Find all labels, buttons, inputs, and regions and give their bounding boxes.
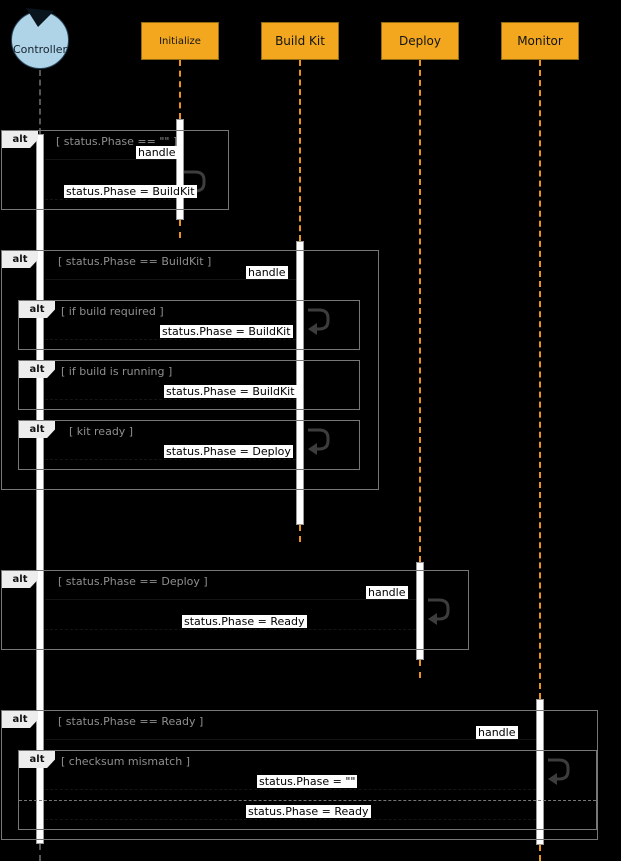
message-arrow-return-deploy (45, 459, 296, 460)
self-message-arrow-icon (306, 426, 332, 456)
activation-build-kit (296, 241, 304, 525)
message-arrow-return-buildkit-1 (45, 199, 176, 200)
message-label-handle-1: handle (136, 146, 178, 159)
fragment-alt-phase-deploy: alt [ status.Phase == Deploy ] (1, 570, 469, 650)
guard-condition-phase-ready: [ status.Phase == Ready ] (58, 715, 204, 728)
message-label-return-3: status.Phase = BuildKit (164, 385, 297, 398)
fragment-alt-build-running: alt [ if build is running ] (18, 360, 360, 410)
lifeline-initialize-top (179, 60, 181, 119)
alt-operator-label: alt (2, 131, 38, 148)
participant-deploy-label: Deploy (398, 34, 442, 48)
activation-initialize (176, 119, 184, 220)
alt-operator-label: alt (19, 421, 55, 438)
guard-condition-phase-buildkit: [ status.Phase == BuildKit ] (58, 255, 212, 268)
participant-initialize-label: Initialize (159, 35, 201, 47)
fragment-alt-checksum-mismatch: alt [ checksum mismatch ] (18, 750, 597, 830)
message-label-return-4: status.Phase = Deploy (164, 445, 293, 458)
lifeline-controller-bottom (39, 844, 41, 861)
lifeline-controller-top (39, 70, 41, 134)
fragment-alt-kit-ready: alt [ kit ready ] (18, 420, 360, 470)
participant-monitor-label: Monitor (517, 34, 563, 48)
lifeline-deploy-top (419, 60, 421, 562)
message-arrow-handle-buildkit (45, 279, 296, 280)
message-arrow-return-ready-1 (45, 629, 416, 630)
alt-operator-label: alt (2, 711, 38, 728)
activation-monitor (536, 699, 544, 845)
participant-deploy: Deploy (381, 22, 459, 60)
guard-condition-phase-deploy: [ status.Phase == Deploy ] (58, 575, 208, 588)
message-arrow-handle-initialize (45, 159, 176, 160)
alt-operator-label: alt (2, 251, 38, 268)
fragment-alt-build-required: alt [ if build required ] (18, 300, 360, 350)
message-arrow-return-buildkit-3 (45, 399, 296, 400)
message-label-return-7: status.Phase = Ready (246, 805, 371, 818)
message-arrow-handle-deploy (45, 599, 416, 600)
participant-build-kit: Build Kit (261, 22, 339, 60)
controller-label: Controller (12, 43, 68, 56)
self-message-arrow-icon (546, 756, 572, 786)
fragment-alt-phase-buildkit: alt [ status.Phase == BuildKit ] (1, 250, 379, 490)
message-label-return-2: status.Phase = BuildKit (160, 325, 293, 338)
guard-condition-build-required: [ if build required ] (61, 305, 164, 318)
lifeline-monitor-bottom (539, 845, 541, 861)
alt-operator-label: alt (19, 301, 55, 318)
guard-condition-checksum-mismatch: [ checksum mismatch ] (61, 755, 190, 768)
alt-operator-label: alt (19, 361, 55, 378)
lifeline-build-kit-top (299, 60, 301, 241)
guard-condition-build-running: [ if build is running ] (61, 365, 173, 378)
message-arrow-return-empty (45, 789, 536, 790)
fragment-alt-phase-ready: alt [ status.Phase == Ready ] (1, 710, 598, 840)
alt-operator-label: alt (2, 571, 38, 588)
message-label-handle-4: handle (476, 726, 518, 739)
guard-condition-kit-ready: [ kit ready ] (69, 425, 134, 438)
participant-build-kit-label: Build Kit (275, 34, 325, 48)
lifeline-monitor-top (539, 60, 541, 699)
message-arrow-return-ready-2 (45, 819, 536, 820)
message-label-return-5: status.Phase = Ready (182, 615, 307, 628)
message-arrow-return-buildkit-2 (45, 339, 296, 340)
else-divider (19, 800, 596, 801)
activation-deploy (416, 562, 424, 660)
lifeline-build-kit-bottom (299, 525, 301, 542)
message-label-handle-2: handle (246, 266, 288, 279)
message-label-handle-3: handle (366, 586, 408, 599)
fragment-alt-phase-empty: alt [ status.Phase == "" ] (1, 130, 229, 210)
lifeline-deploy-bottom (419, 660, 421, 678)
control-arrow-icon (23, 4, 57, 32)
participant-initialize: Initialize (141, 22, 219, 60)
message-label-return-1: status.Phase = BuildKit (64, 185, 197, 198)
self-message-arrow-icon (426, 596, 452, 626)
message-label-return-6: status.Phase = "" (257, 775, 358, 788)
lifeline-initialize-bottom (179, 220, 181, 238)
alt-operator-label: alt (19, 751, 55, 768)
self-message-arrow-icon (306, 306, 332, 336)
message-arrow-handle-monitor (45, 739, 536, 740)
guard-condition-phase-empty: [ status.Phase == "" ] (56, 135, 178, 148)
participant-monitor: Monitor (501, 22, 579, 60)
